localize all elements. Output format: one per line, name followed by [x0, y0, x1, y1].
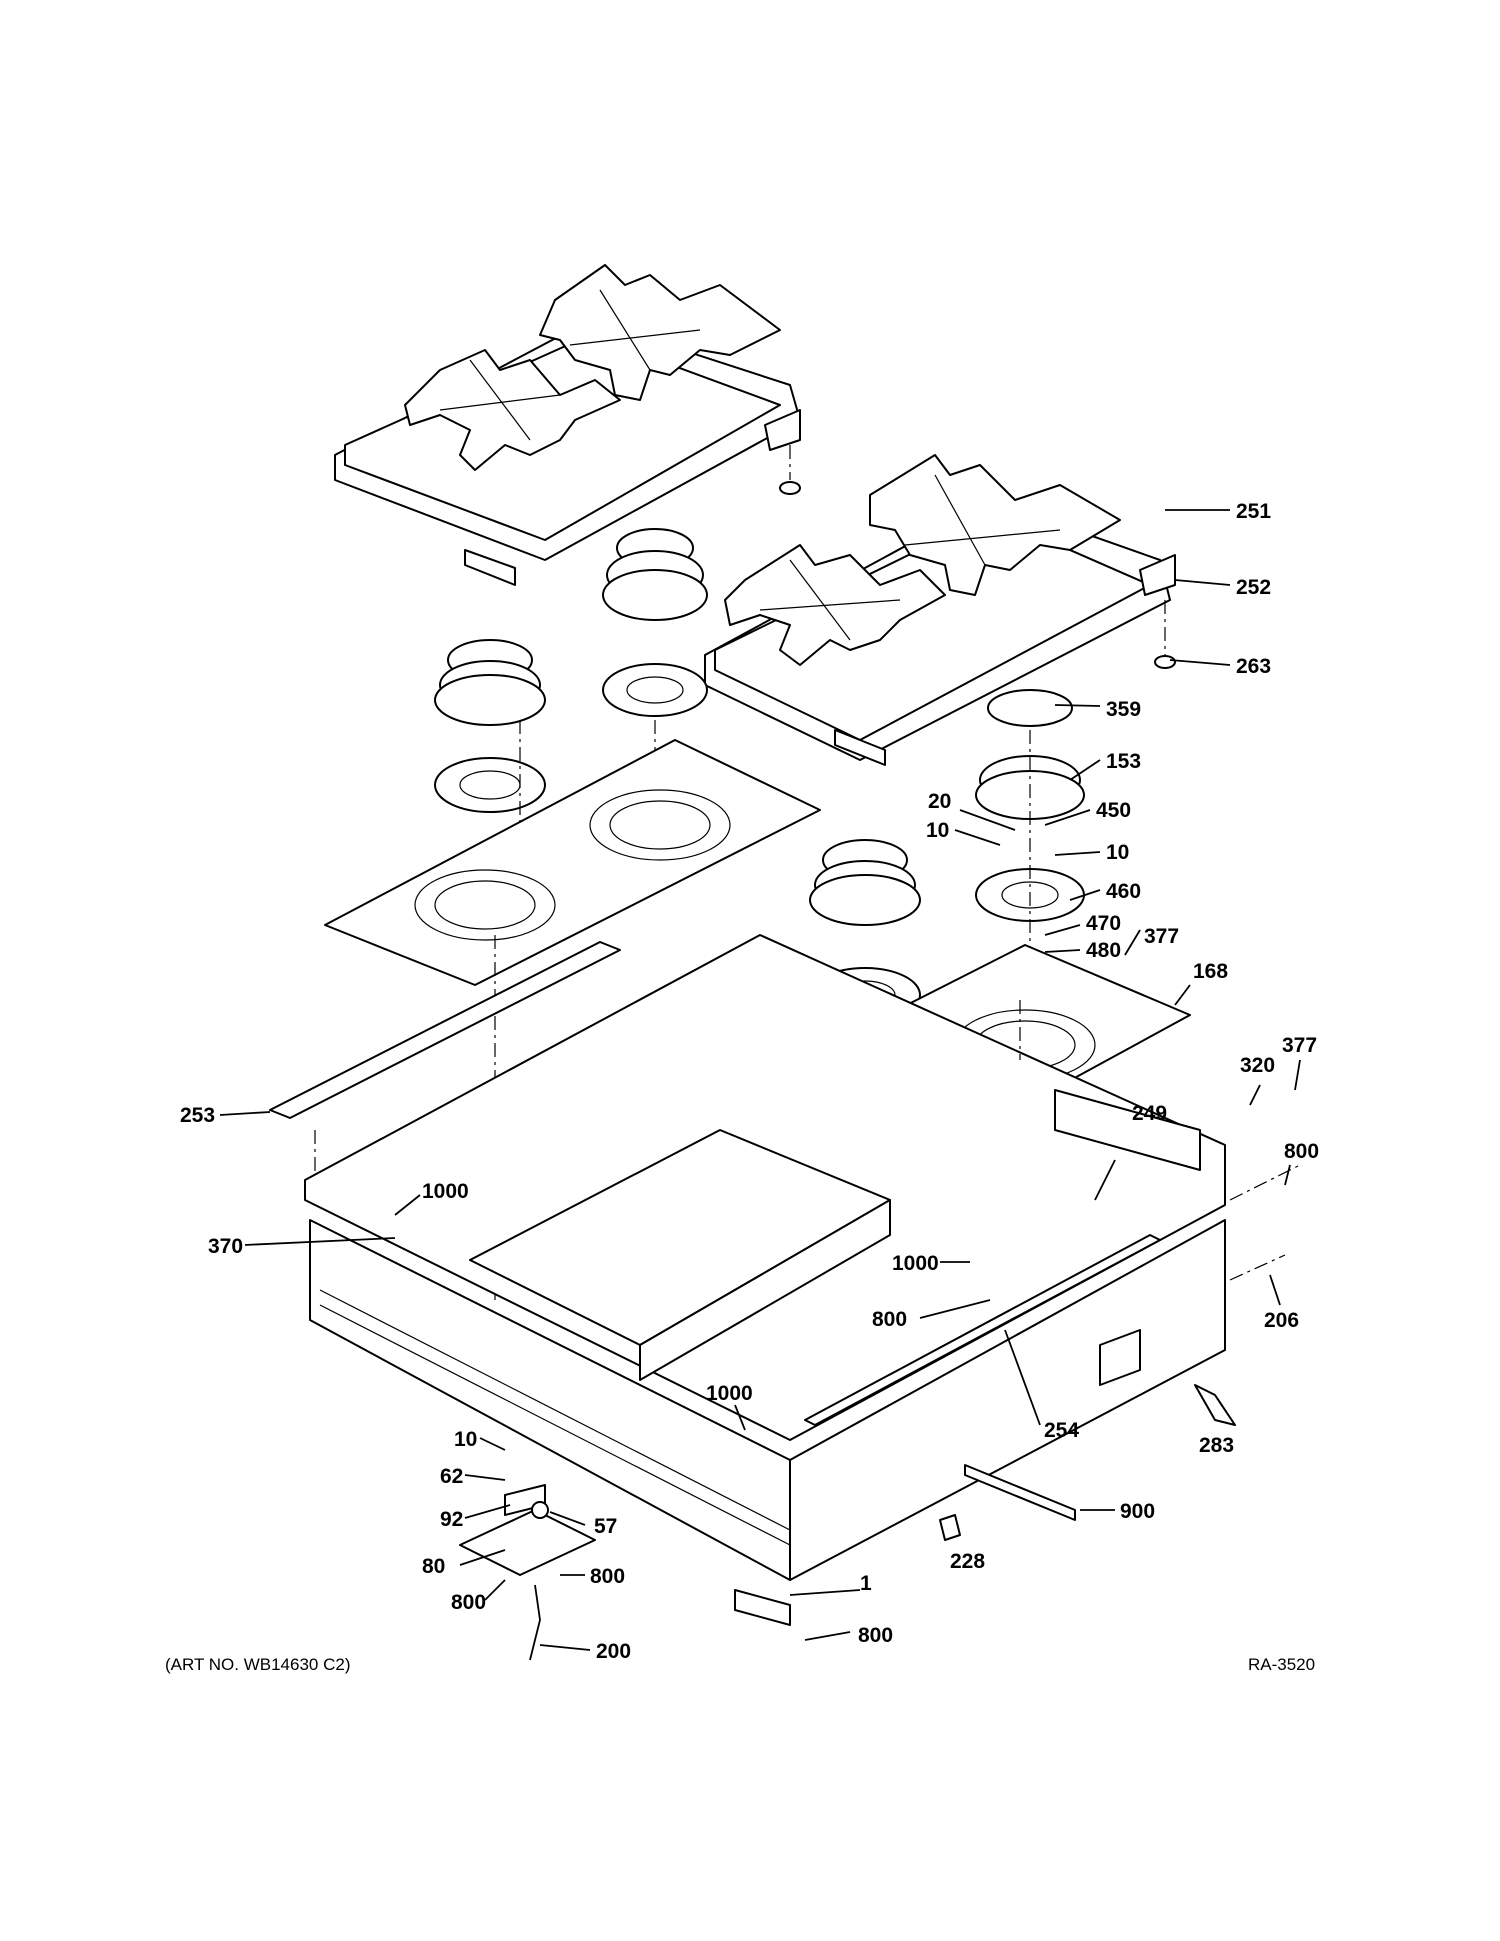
callout-200: 200 [596, 1640, 631, 1663]
callout-251: 251 [1236, 500, 1271, 523]
callout-80: 80 [422, 1555, 445, 1578]
art-number: (ART NO. WB14630 C2) [165, 1655, 351, 1674]
callout-10-burner-right: 10 [1106, 841, 1129, 864]
callout-263: 263 [1236, 655, 1271, 678]
left-grate-assembly [334, 264, 801, 586]
front-trim-253 [269, 941, 621, 1190]
callout-377-side: 377 [1282, 1034, 1317, 1057]
callout-370: 370 [208, 1235, 243, 1258]
callout-253: 253 [180, 1104, 215, 1127]
callout-800-bracket-left: 800 [451, 1591, 486, 1614]
callout-320: 320 [1240, 1054, 1275, 1077]
callout-800-mid: 800 [872, 1308, 907, 1331]
callout-1000-mid: 1000 [892, 1252, 939, 1275]
callout-470: 470 [1086, 912, 1121, 935]
callout-10-lower: 10 [454, 1428, 477, 1451]
callout-377-top: 377 [1144, 925, 1179, 948]
callout-228: 228 [950, 1550, 985, 1573]
reference-number: RA-3520 [1248, 1655, 1315, 1674]
callout-labels: 251 252 263 359 153 20 450 10 10 460 470… [180, 500, 1319, 1663]
callout-249: 249 [1132, 1102, 1167, 1125]
callout-153: 153 [1106, 750, 1141, 773]
callout-800-side: 800 [1284, 1140, 1319, 1163]
callout-1000-front: 1000 [706, 1382, 753, 1405]
callout-62: 62 [440, 1465, 463, 1488]
left-burners [434, 528, 708, 860]
callout-450: 450 [1096, 799, 1131, 822]
callout-57: 57 [594, 1515, 617, 1538]
main-chassis [304, 934, 1301, 1581]
callout-20: 20 [928, 790, 951, 813]
callout-283: 283 [1199, 1434, 1234, 1457]
right-grate-assembly [704, 454, 1176, 766]
lower-small-parts [459, 1384, 1236, 1661]
callout-800-bracket-right: 800 [590, 1565, 625, 1588]
callout-900: 900 [1120, 1500, 1155, 1523]
callout-168: 168 [1193, 960, 1228, 983]
callout-1: 1 [860, 1572, 872, 1595]
callout-359: 359 [1106, 698, 1141, 721]
callout-206: 206 [1264, 1309, 1299, 1332]
leader-lines [219, 509, 1301, 1651]
callout-252: 252 [1236, 576, 1271, 599]
callout-460: 460 [1106, 880, 1141, 903]
callout-10-burner-left: 10 [926, 819, 949, 842]
callout-800-bottom: 800 [858, 1624, 893, 1647]
callout-1000-left: 1000 [422, 1180, 469, 1203]
callout-480: 480 [1086, 939, 1121, 962]
callout-92: 92 [440, 1508, 463, 1531]
callout-254: 254 [1044, 1419, 1079, 1442]
